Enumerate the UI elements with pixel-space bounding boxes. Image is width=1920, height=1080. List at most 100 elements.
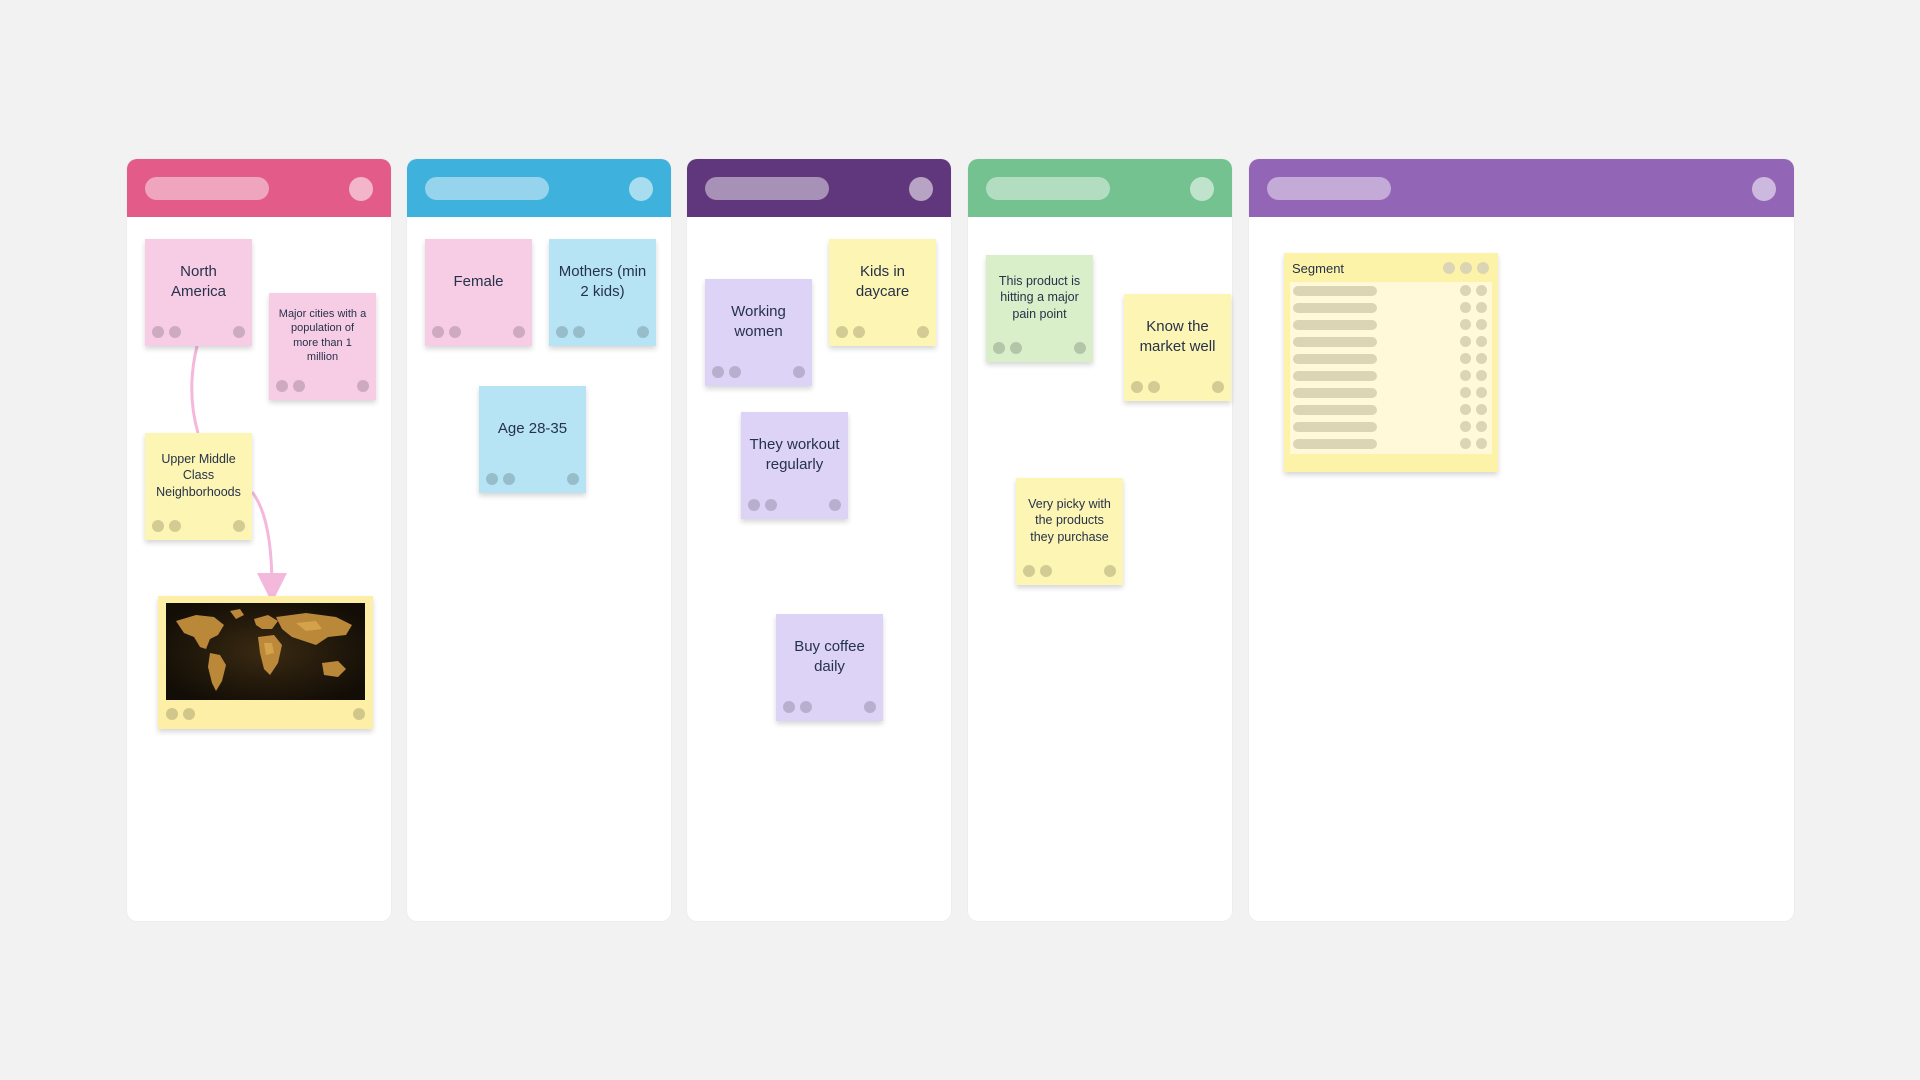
segment-header-dot[interactable] xyxy=(1477,262,1489,274)
sticky-note-major-cities[interactable]: Major cities with a population of more t… xyxy=(269,293,376,400)
options-dot[interactable] xyxy=(1212,381,1224,393)
reaction-dot[interactable] xyxy=(712,366,724,378)
column-3-menu-icon[interactable] xyxy=(909,177,933,201)
options-dot[interactable] xyxy=(1074,342,1086,354)
options-dot[interactable] xyxy=(353,708,365,720)
options-dot[interactable] xyxy=(233,326,245,338)
segment-row[interactable] xyxy=(1293,438,1487,450)
column-3-header[interactable] xyxy=(687,159,951,217)
segment-row-dot[interactable] xyxy=(1460,421,1471,432)
column-2-header[interactable] xyxy=(407,159,671,217)
sticky-note-age[interactable]: Age 28-35 xyxy=(479,386,586,493)
segment-row[interactable] xyxy=(1293,353,1487,365)
segment-row[interactable] xyxy=(1293,285,1487,297)
column-4-header[interactable] xyxy=(968,159,1232,217)
segment-row[interactable] xyxy=(1293,319,1487,331)
column-5-title-placeholder[interactable] xyxy=(1267,177,1391,200)
sticky-note-coffee[interactable]: Buy coffee daily xyxy=(776,614,883,721)
segment-row[interactable] xyxy=(1293,387,1487,399)
segment-header-dot[interactable] xyxy=(1460,262,1472,274)
column-1-menu-icon[interactable] xyxy=(349,177,373,201)
sticky-note-know-market[interactable]: Know the market well xyxy=(1124,294,1231,401)
segment-header-dots[interactable] xyxy=(1443,262,1489,274)
column-1-header[interactable] xyxy=(127,159,391,217)
segment-row[interactable] xyxy=(1293,370,1487,382)
segment-row-dot[interactable] xyxy=(1476,370,1487,381)
reaction-dot[interactable] xyxy=(152,520,164,532)
segment-table-card[interactable]: Segment xyxy=(1284,253,1498,472)
reaction-dot[interactable] xyxy=(573,326,585,338)
options-dot[interactable] xyxy=(567,473,579,485)
segment-row[interactable] xyxy=(1293,336,1487,348)
reaction-dot[interactable] xyxy=(449,326,461,338)
reaction-dot[interactable] xyxy=(1148,381,1160,393)
options-dot[interactable] xyxy=(513,326,525,338)
sticky-note-upper-middle-class[interactable]: Upper Middle Class Neighborhoods xyxy=(145,433,252,540)
segment-row-dot[interactable] xyxy=(1460,370,1471,381)
sticky-note-very-picky[interactable]: Very picky with the products they purcha… xyxy=(1016,478,1123,585)
segment-row-dot[interactable] xyxy=(1476,438,1487,449)
column-5-menu-icon[interactable] xyxy=(1752,177,1776,201)
options-dot[interactable] xyxy=(829,499,841,511)
segment-row-dot[interactable] xyxy=(1460,302,1471,313)
sticky-note-kids-daycare[interactable]: Kids in daycare xyxy=(829,239,936,346)
options-dot[interactable] xyxy=(637,326,649,338)
reaction-dot[interactable] xyxy=(503,473,515,485)
sticky-note-mothers[interactable]: Mothers (min 2 kids) xyxy=(549,239,656,346)
column-4-title-placeholder[interactable] xyxy=(986,177,1110,200)
segment-row[interactable] xyxy=(1293,404,1487,416)
reaction-dot[interactable] xyxy=(432,326,444,338)
segment-row-dot[interactable] xyxy=(1476,353,1487,364)
segment-row-dot[interactable] xyxy=(1460,353,1471,364)
reaction-dot[interactable] xyxy=(853,326,865,338)
segment-row-dot[interactable] xyxy=(1476,336,1487,347)
reaction-dot[interactable] xyxy=(800,701,812,713)
sticky-note-working-women[interactable]: Working women xyxy=(705,279,812,386)
segment-row[interactable] xyxy=(1293,421,1487,433)
options-dot[interactable] xyxy=(233,520,245,532)
reaction-dot[interactable] xyxy=(1131,381,1143,393)
sticky-note-pain-point[interactable]: This product is hitting a major pain poi… xyxy=(986,255,1093,362)
segment-row-dot[interactable] xyxy=(1460,285,1471,296)
segment-row-dot[interactable] xyxy=(1460,336,1471,347)
segment-header-dot[interactable] xyxy=(1443,262,1455,274)
reaction-dot[interactable] xyxy=(729,366,741,378)
reaction-dot[interactable] xyxy=(169,326,181,338)
reaction-dot[interactable] xyxy=(993,342,1005,354)
segment-row-dot[interactable] xyxy=(1460,319,1471,330)
segment-row-dot[interactable] xyxy=(1460,387,1471,398)
image-card-world-map[interactable] xyxy=(158,596,373,729)
reaction-dot[interactable] xyxy=(169,520,181,532)
sticky-note-female[interactable]: Female xyxy=(425,239,532,346)
segment-row-dot[interactable] xyxy=(1476,387,1487,398)
reaction-dot[interactable] xyxy=(836,326,848,338)
reaction-dot[interactable] xyxy=(765,499,777,511)
segment-row[interactable] xyxy=(1293,302,1487,314)
options-dot[interactable] xyxy=(1104,565,1116,577)
reaction-dot[interactable] xyxy=(183,708,195,720)
segment-row-dot[interactable] xyxy=(1476,302,1487,313)
segment-row-dot[interactable] xyxy=(1476,421,1487,432)
column-3-title-placeholder[interactable] xyxy=(705,177,829,200)
segment-row-dot[interactable] xyxy=(1476,404,1487,415)
reaction-dot[interactable] xyxy=(1010,342,1022,354)
reaction-dot[interactable] xyxy=(748,499,760,511)
reaction-dot[interactable] xyxy=(486,473,498,485)
reaction-dot[interactable] xyxy=(1023,565,1035,577)
reaction-dot[interactable] xyxy=(166,708,178,720)
reaction-dot[interactable] xyxy=(152,326,164,338)
segment-row-dot[interactable] xyxy=(1476,285,1487,296)
reaction-dot[interactable] xyxy=(783,701,795,713)
options-dot[interactable] xyxy=(793,366,805,378)
column-2-menu-icon[interactable] xyxy=(629,177,653,201)
reaction-dot[interactable] xyxy=(556,326,568,338)
options-dot[interactable] xyxy=(917,326,929,338)
segment-row-dot[interactable] xyxy=(1460,404,1471,415)
column-2-title-placeholder[interactable] xyxy=(425,177,549,200)
options-dot[interactable] xyxy=(864,701,876,713)
column-1-title-placeholder[interactable] xyxy=(145,177,269,200)
column-4-menu-icon[interactable] xyxy=(1190,177,1214,201)
reaction-dot[interactable] xyxy=(1040,565,1052,577)
options-dot[interactable] xyxy=(357,380,369,392)
